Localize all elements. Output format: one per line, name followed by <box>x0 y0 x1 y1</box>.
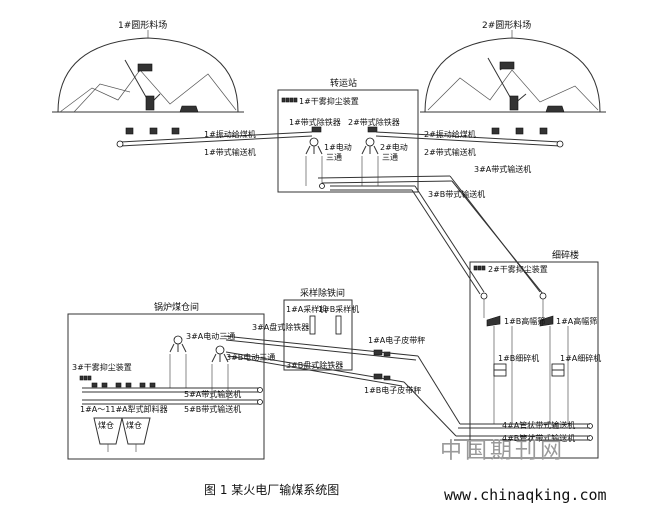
fog-device-2-icon <box>473 265 486 271</box>
coal-bunker-1-label: 煤仓 <box>98 420 114 430</box>
conveyor-5a-line <box>82 387 263 393</box>
belt-scale-b-label: 1#B电子皮带秤 <box>364 385 421 395</box>
boiler-room-box <box>67 313 265 460</box>
conveyor-1-line <box>116 131 313 148</box>
disc-separator-b-label: 3#B盘式除铁器 <box>286 360 343 370</box>
magnetic-separator-1-icon <box>311 126 322 133</box>
screen-b-icon <box>486 315 501 327</box>
screen-a-label: 1#A高幅筛 <box>556 316 597 326</box>
electric-tee-3a-label: 3#A电动三通 <box>186 331 235 341</box>
conveyor-5b-line <box>82 399 263 405</box>
electric-tee-3a-icon <box>169 335 187 353</box>
sampling-room-box <box>283 299 353 371</box>
figure-caption: 图 1 某火电厂输煤系统图 <box>204 482 339 497</box>
electric-tee-1-label: 1#电动 <box>324 142 352 152</box>
conveyor-1-label: 1#带式输送机 <box>204 147 256 157</box>
magnetic-separator-2-label: 2#带式除铁器 <box>348 117 400 127</box>
pipe-conveyor-4b-label: 4#B管状带式输送机 <box>502 433 575 443</box>
feeder-1-label: 1#振动给煤机 <box>204 129 256 139</box>
crusher-a-label: 1#A细碎机 <box>560 353 601 363</box>
yard-2-label: 2#圆形料场 <box>482 19 531 31</box>
crusher-b-label: 1#B细碎机 <box>498 353 539 363</box>
electric-tee-2-label-2: 三通 <box>382 152 398 162</box>
sampling-room-label: 采样除铁间 <box>300 287 345 299</box>
yard-1 <box>52 30 244 135</box>
electric-tee-2-icon <box>361 137 379 155</box>
sampler-a-label: 1#A采样机 <box>286 304 327 314</box>
screen-a-icon <box>539 315 554 327</box>
fog-device-1-label: 1#干雾抑尘装置 <box>299 96 359 106</box>
coal-bunker-2 <box>121 417 151 452</box>
belt-scale-a-label: 1#A电子皮带秤 <box>368 335 425 345</box>
boiler-room-label: 锅炉煤仓间 <box>154 301 199 313</box>
coal-bunker-2-label: 煤仓 <box>126 420 142 430</box>
plow-dischargers-label: 1#A～11#A犁式卸料器 <box>80 404 168 414</box>
conveyor-3b-label: 3#B带式输送机 <box>428 189 485 199</box>
pipe-conveyor-4b-line <box>403 381 590 441</box>
electric-tee-2-label: 2#电动 <box>380 142 408 152</box>
fog-device-2-label: 2#干雾抑尘装置 <box>488 264 548 274</box>
conveyor-2-label: 2#带式输送机 <box>424 147 476 157</box>
conveyor-link-b <box>225 351 405 387</box>
crusher-house-box <box>469 261 599 459</box>
conveyor-5b-label: 5#B带式输送机 <box>184 404 241 414</box>
pipe-conveyor-4a-line <box>417 355 590 429</box>
magnetic-separator-2-icon <box>367 126 378 133</box>
site-url: www.chinaqking.com <box>444 486 607 504</box>
yard-2 <box>420 30 606 135</box>
crusher-house-label: 细碎楼 <box>552 249 579 261</box>
electric-tee-1-label-2: 三通 <box>326 152 342 162</box>
screen-b-label: 1#B高幅筛 <box>504 316 545 326</box>
conveyor-link-a <box>223 335 419 361</box>
transfer-station-label: 转运站 <box>330 77 357 89</box>
electric-tee-1-icon <box>305 137 323 155</box>
sampler-b-label: 1#B采样机 <box>318 304 359 314</box>
transfer-station-box <box>277 89 419 193</box>
disc-separator-a-label: 3#A盘式除铁器 <box>252 322 309 332</box>
crusher-a-icon <box>551 363 565 377</box>
fog-device-1-icon <box>281 97 298 103</box>
crusher-b-icon <box>493 363 507 377</box>
electric-tee-3b-label: 3#B电动三通 <box>226 352 275 362</box>
pipe-conveyor-4a-label: 4#A管状带式输送机 <box>502 420 575 430</box>
watermark: 中国期刊网 <box>440 439 565 464</box>
magnetic-separator-1-label: 1#带式除铁器 <box>289 117 341 127</box>
conveyor-5a-label: 5#A带式输送机 <box>184 389 241 399</box>
coal-bunker-1 <box>93 417 123 452</box>
electric-tee-3b-icon <box>211 345 229 363</box>
conveyor-3a-label: 3#A带式输送机 <box>474 164 531 174</box>
plow-dischargers-icon <box>91 382 156 388</box>
fog-device-3-icon <box>79 375 92 381</box>
feeder-2-label: 2#振动给煤机 <box>424 129 476 139</box>
conveyor-3b-line <box>330 185 485 295</box>
fog-device-3-label: 3#干雾抑尘装置 <box>72 362 132 372</box>
conveyor-2-line <box>375 131 564 148</box>
yard-1-label: 1#圆形料场 <box>118 19 167 31</box>
conveyor-3a-line <box>317 175 544 295</box>
